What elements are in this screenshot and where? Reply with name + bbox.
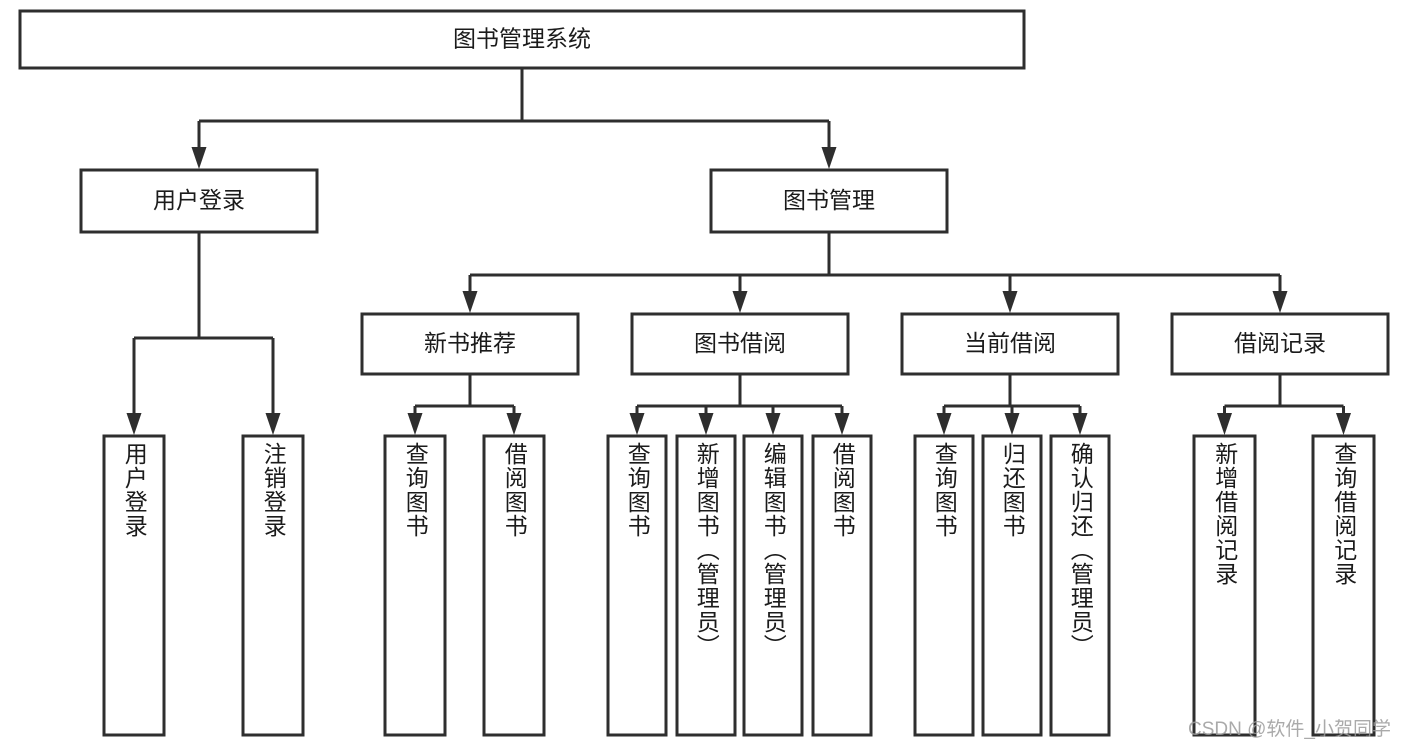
- leaf-box[interactable]: [742, 434, 804, 737]
- edge-arrowhead: [462, 291, 478, 313]
- edge-group-root: [191, 68, 837, 169]
- node-leaf-query-borrow-record[interactable]: [1311, 434, 1376, 737]
- edge-arrowhead: [1336, 413, 1351, 435]
- submodule-box[interactable]: [900, 312, 1120, 376]
- leaf-box[interactable]: [675, 434, 737, 737]
- submodule-box[interactable]: [360, 312, 580, 376]
- edge-arrowhead: [732, 291, 748, 313]
- edge-arrowhead: [1217, 413, 1232, 435]
- node-leaf-add-book-admin[interactable]: [675, 434, 737, 737]
- leaf-label: 查询图书: [402, 442, 429, 538]
- edge-group-current-borrow: [936, 374, 1088, 435]
- leaf-label: 借阅图书: [501, 442, 528, 538]
- module-label: 用户登录: [153, 187, 245, 213]
- root-label: 图书管理系统: [453, 26, 591, 52]
- module-box[interactable]: [709, 168, 949, 234]
- node-leaf-edit-book-admin[interactable]: [742, 434, 804, 737]
- submodule-box[interactable]: [630, 312, 850, 376]
- edge-arrowhead: [1004, 413, 1020, 435]
- node-root[interactable]: [18, 9, 1026, 70]
- edge-arrowhead: [265, 413, 281, 435]
- submodule-label: 新书推荐: [424, 330, 516, 356]
- node-leaf-return-book[interactable]: [981, 434, 1043, 737]
- edge-arrowhead: [936, 413, 952, 435]
- leaf-box[interactable]: [1049, 434, 1111, 737]
- submodule-label: 借阅记录: [1234, 330, 1326, 356]
- edges-layer: [126, 68, 1351, 435]
- leaf-label: 用户登录: [121, 442, 148, 538]
- root-box[interactable]: [18, 9, 1026, 70]
- leaf-label: 新增图书（管理员）: [693, 442, 720, 658]
- node-new-book-recommend[interactable]: [360, 312, 580, 376]
- submodule-label: 图书借阅: [694, 330, 786, 356]
- node-user-login[interactable]: [79, 168, 319, 234]
- node-book-borrow[interactable]: [630, 312, 850, 376]
- submodule-label: 当前借阅: [964, 330, 1056, 356]
- leaf-label: 归还图书: [999, 442, 1026, 538]
- node-leaf-confirm-return-admin[interactable]: [1049, 434, 1111, 737]
- edge-arrowhead: [506, 413, 522, 435]
- leaf-label: 确认归还（管理员）: [1067, 442, 1094, 658]
- leaf-label: 查询借阅记录: [1330, 442, 1357, 586]
- edge-arrowhead: [765, 413, 781, 435]
- leaf-label: 查询图书: [624, 442, 651, 538]
- leaf-box[interactable]: [981, 434, 1043, 737]
- leaf-box[interactable]: [241, 434, 305, 737]
- edge-group-book-borrow: [629, 374, 850, 435]
- submodule-box[interactable]: [1170, 312, 1390, 376]
- edge-arrowhead: [1072, 413, 1088, 435]
- module-label: 图书管理: [783, 187, 875, 213]
- edge-arrowhead: [834, 413, 850, 435]
- leaf-label: 借阅图书: [829, 442, 856, 538]
- node-current-borrow[interactable]: [900, 312, 1120, 376]
- edge-arrowhead: [407, 413, 423, 435]
- leaf-box[interactable]: [482, 434, 546, 737]
- node-leaf-logout-login[interactable]: [241, 434, 305, 737]
- node-leaf-query-book-cur[interactable]: [913, 434, 975, 737]
- edge-arrowhead: [821, 147, 837, 169]
- leaf-box[interactable]: [1311, 434, 1376, 737]
- node-book-manage[interactable]: [709, 168, 949, 234]
- edge-group-user-login: [126, 232, 281, 435]
- node-leaf-add-borrow-record[interactable]: [1192, 434, 1257, 737]
- leaf-label: 编辑图书（管理员）: [760, 442, 787, 658]
- node-leaf-query-book-brw[interactable]: [606, 434, 668, 737]
- edge-arrowhead: [191, 147, 207, 169]
- leaf-box[interactable]: [102, 434, 166, 737]
- edge-arrowhead: [126, 413, 142, 435]
- leaf-box[interactable]: [1192, 434, 1257, 737]
- leaf-box[interactable]: [913, 434, 975, 737]
- node-leaf-borrow-book-brw[interactable]: [811, 434, 873, 737]
- leaf-box[interactable]: [811, 434, 873, 737]
- node-leaf-user-login[interactable]: [102, 434, 166, 737]
- edge-arrowhead: [698, 413, 714, 435]
- node-leaf-borrow-book-rec[interactable]: [482, 434, 546, 737]
- leaf-label: 新增借阅记录: [1211, 442, 1238, 586]
- edge-group-new-book-recommend: [407, 374, 522, 435]
- edge-arrowhead: [1272, 291, 1288, 313]
- edge-arrowhead: [629, 413, 645, 435]
- leaf-label: 注销登录: [260, 442, 287, 538]
- node-borrow-record[interactable]: [1170, 312, 1390, 376]
- edge-arrowhead: [1002, 291, 1018, 313]
- edge-group-borrow-record: [1217, 374, 1351, 435]
- leaf-box[interactable]: [606, 434, 668, 737]
- module-box[interactable]: [79, 168, 319, 234]
- leaf-label: 查询图书: [931, 442, 958, 538]
- leaf-box[interactable]: [383, 434, 447, 737]
- edge-group-book-manage: [462, 232, 1288, 313]
- node-leaf-query-book-rec[interactable]: [383, 434, 447, 737]
